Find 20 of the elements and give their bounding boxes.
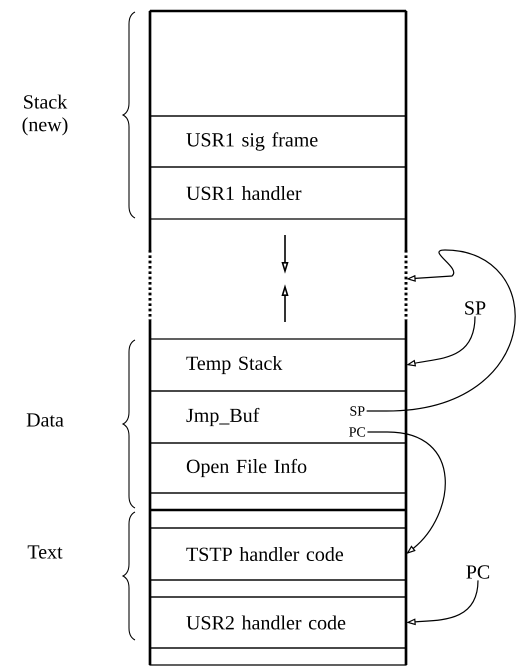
- pointer-label: PC: [466, 565, 490, 579]
- pointer-label: SP: [465, 301, 486, 315]
- memory-cell: TSTP handler code: [148, 527, 408, 581]
- section-label: Data: [26, 413, 64, 427]
- pointer-label: PC: [349, 427, 366, 437]
- pointer-label: SP: [350, 406, 364, 416]
- memory-cell: Open File Info: [148, 442, 408, 494]
- gap-region: [148, 219, 408, 339]
- memory-cell: USR1 handler: [148, 166, 408, 220]
- memory-cell: [148, 647, 408, 666]
- memory-cell: USR2 handler code: [148, 596, 408, 649]
- memory-cell: USR1 sig frame: [148, 115, 408, 168]
- memory-cell: [148, 509, 408, 529]
- memory-cell: Temp Stack: [148, 338, 408, 392]
- section-label: Text: [28, 545, 63, 559]
- section-label: Stack (new): [22, 94, 68, 136]
- memory-cell: [148, 579, 408, 598]
- memory-cell: [148, 10, 408, 117]
- memory-cell: [148, 492, 408, 511]
- pointer-arrow: [366, 249, 516, 412]
